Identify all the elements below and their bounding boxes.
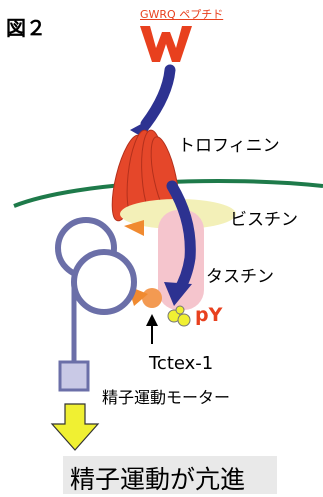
- outcome-label: 精子運動が亢進: [70, 460, 245, 496]
- tastin-label: タスチン: [206, 262, 274, 287]
- tctex-protein: [142, 288, 162, 308]
- motor-structure: [58, 220, 148, 390]
- peptide-label: GWRQ ペプチド: [140, 6, 223, 22]
- bystin-label: ビスチン: [230, 205, 298, 230]
- tctex-label: Tctex-1: [149, 353, 213, 374]
- binding-arrow: [146, 70, 170, 124]
- motor-label: 精子運動モーター: [102, 384, 230, 408]
- outcome-arrow: [52, 404, 98, 450]
- tctex-pointer-head: [146, 314, 158, 326]
- phospho-label: pY: [195, 304, 222, 326]
- trofinin-label: トロフィニン: [178, 131, 280, 156]
- figure-label: 図２: [6, 12, 46, 41]
- peptide-w-shape: [140, 26, 192, 62]
